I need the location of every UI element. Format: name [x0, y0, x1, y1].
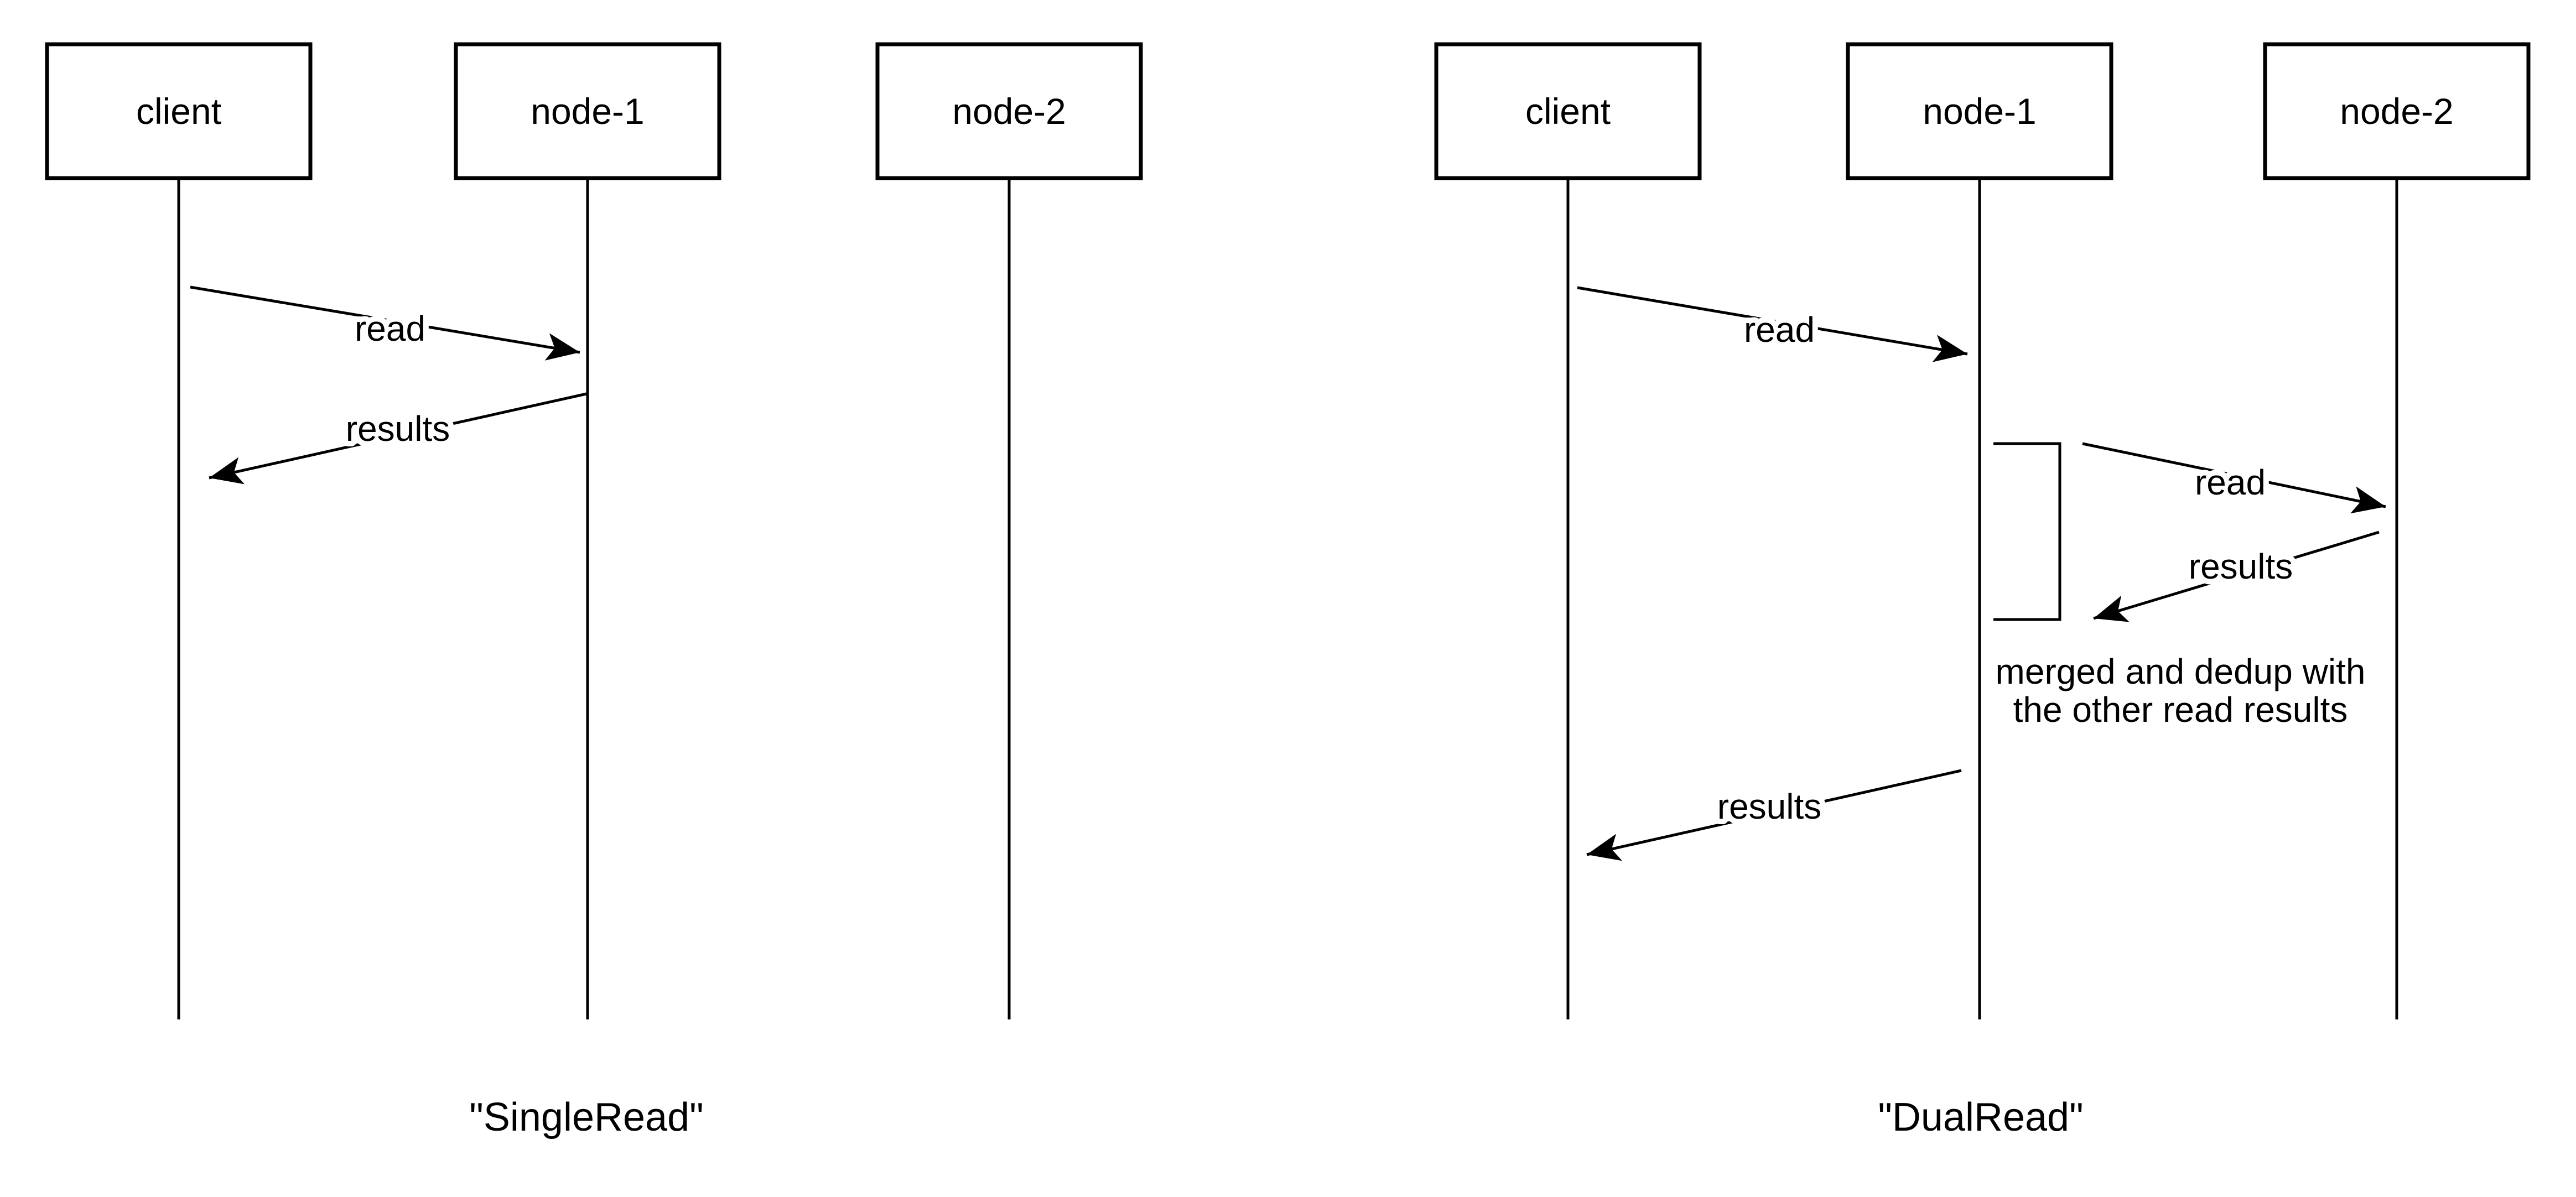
diagram-single-read: client node-1 node-2 read results "Singl…	[45, 42, 1143, 1139]
message-arrow	[190, 285, 580, 361]
diagram-caption-dual-read: "DualRead"	[1878, 1095, 2083, 1139]
actor-label-node-1: node-1	[1923, 91, 2037, 132]
actor-box-node-2	[875, 42, 1143, 180]
diagram-caption-single-read: "SingleRead"	[469, 1095, 703, 1139]
message-arrow	[2093, 530, 2380, 622]
message-label: read	[2195, 462, 2266, 502]
message-label: results	[1717, 787, 1822, 826]
actor-box-node-1	[1846, 42, 2113, 180]
actor-box-node-1	[454, 42, 721, 180]
activation-bracket-node-1	[1993, 442, 2061, 621]
message-label: results	[346, 409, 450, 449]
message-label: read	[1744, 310, 1815, 350]
note-line-1: merged and dedup with	[1996, 652, 2366, 691]
diagram-dual-read: client node-1 node-2 read read results m…	[1434, 42, 2531, 1139]
message-results-node-2-to-node-1: results	[2093, 530, 2380, 622]
message-label: read	[355, 309, 425, 348]
message-results-node-1-to-client: results	[209, 392, 587, 485]
message-arrow	[209, 392, 587, 485]
message-read-node-1-to-node-2: read	[2082, 442, 2386, 514]
actor-box-client	[1434, 42, 1702, 180]
message-label: results	[2189, 547, 2293, 586]
message-read-client-to-node-1: read	[190, 285, 580, 361]
actor-label-node-2: node-2	[952, 91, 1066, 132]
actor-label-client: client	[136, 91, 221, 132]
actor-box-client	[45, 42, 313, 180]
actor-label-client: client	[1525, 91, 1611, 132]
message-arrow	[2082, 442, 2386, 514]
actor-label-node-2: node-2	[2340, 91, 2454, 132]
actor-box-node-2	[2263, 42, 2531, 180]
message-read-client-to-node-1: read	[1577, 286, 1968, 362]
message-results-node-1-to-client: results	[1586, 769, 1962, 861]
note-line-2: the other read results	[2013, 690, 2348, 730]
message-arrow	[1577, 286, 1968, 362]
message-arrow	[1586, 769, 1962, 861]
note-merged-dedup: merged and dedup with the other read res…	[1996, 652, 2366, 730]
actor-label-node-1: node-1	[531, 91, 645, 132]
